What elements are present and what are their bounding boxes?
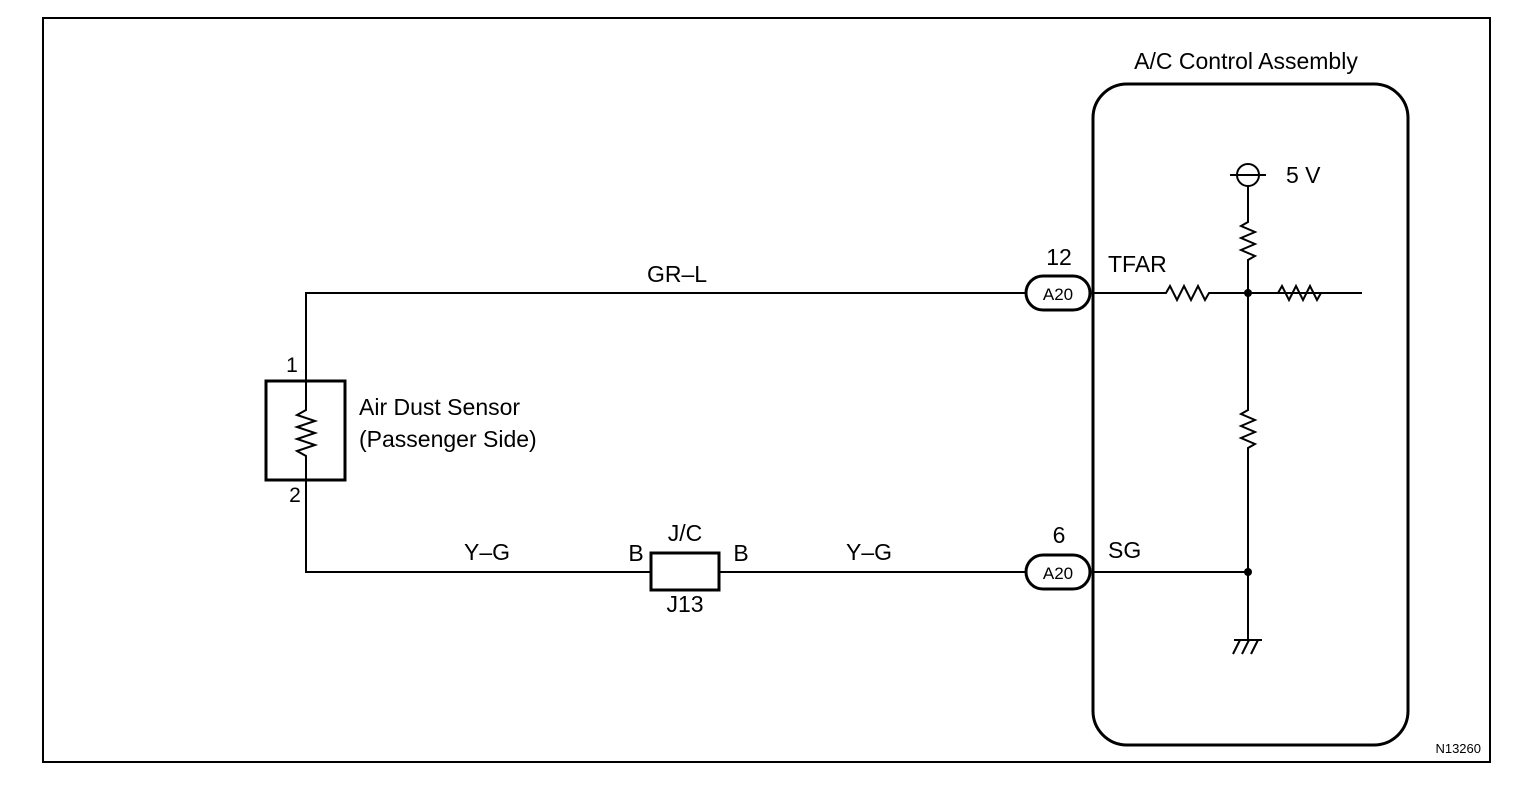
air-dust-sensor-side: (Passenger Side) bbox=[359, 426, 537, 452]
wire-y-g-right-label: Y–G bbox=[846, 539, 892, 565]
junction-pin-left: B bbox=[628, 540, 643, 566]
sensor-pin-1: 1 bbox=[286, 354, 298, 377]
ac-control-assembly-title: A/C Control Assembly bbox=[1134, 48, 1358, 74]
supply-5v-label: 5 V bbox=[1286, 162, 1321, 188]
ground-icon bbox=[1232, 639, 1262, 655]
connector-pin-6-number: 6 bbox=[1053, 522, 1066, 548]
air-dust-sensor-name: Air Dust Sensor bbox=[359, 394, 520, 420]
signal-tfar-label: TFAR bbox=[1108, 251, 1167, 277]
wire-gr-l-label: GR–L bbox=[647, 261, 707, 287]
junction-connector-code: J13 bbox=[666, 591, 703, 617]
junction-connector-title: J/C bbox=[668, 520, 703, 546]
tfar-input-resistor-line bbox=[1093, 283, 1362, 303]
junction-node-bottom bbox=[1244, 568, 1252, 576]
wire-y-g-left bbox=[305, 480, 651, 573]
sensor-pin-2: 2 bbox=[289, 484, 301, 507]
figure-id: N13260 bbox=[1435, 741, 1481, 756]
lower-resistor bbox=[1238, 293, 1258, 640]
connector-pin-12-number: 12 bbox=[1046, 244, 1072, 270]
junction-pin-right: B bbox=[733, 540, 748, 566]
wire-y-g-left-label: Y–G bbox=[464, 539, 510, 565]
output-resistor bbox=[1277, 283, 1322, 303]
ac-control-assembly-box bbox=[1091, 82, 1410, 747]
diagram-frame bbox=[42, 17, 1491, 763]
connector-a20-pin6 bbox=[1024, 553, 1092, 591]
connector-a20-pin12 bbox=[1024, 274, 1092, 312]
connector-a20-pin6-code: A20 bbox=[1043, 564, 1073, 583]
pull-up-resistor bbox=[1238, 186, 1258, 293]
signal-sg-label: SG bbox=[1108, 537, 1141, 563]
wire-gr-l bbox=[305, 292, 1026, 381]
junction-connector-box bbox=[649, 551, 721, 592]
air-dust-sensor-resistor bbox=[293, 381, 319, 480]
connector-a20-pin12-code: A20 bbox=[1043, 285, 1073, 304]
